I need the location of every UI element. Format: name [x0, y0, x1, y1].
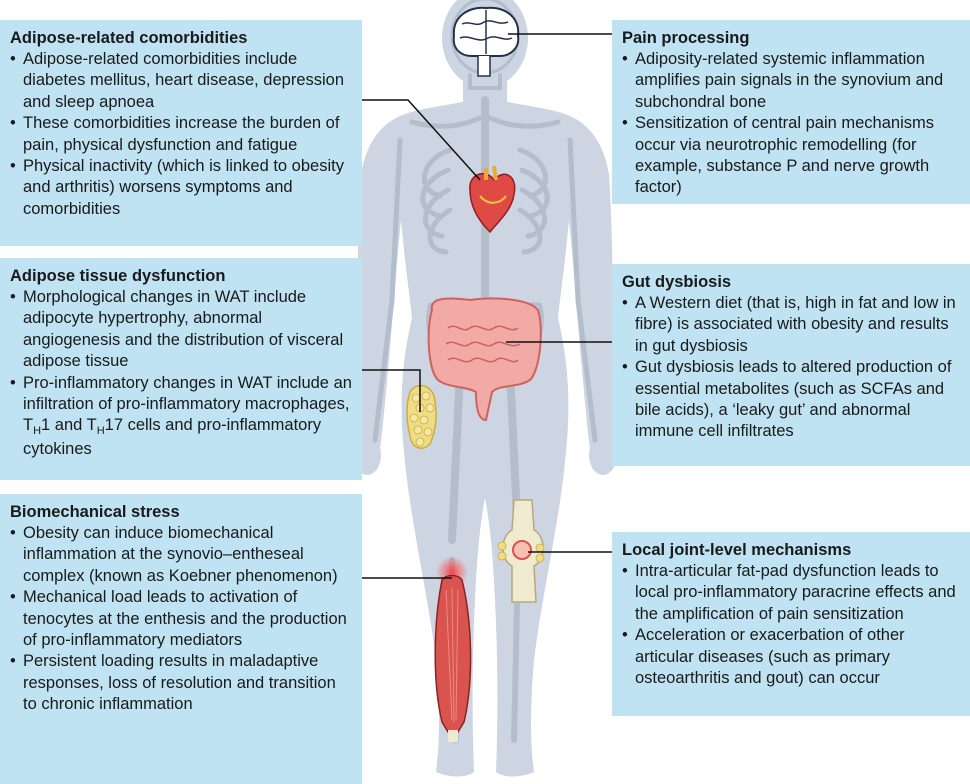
panel-local-joint-mechanisms: Local joint-level mechanisms Intra-artic… — [612, 532, 970, 716]
bullet-item: Pro-inflammatory changes in WAT include … — [10, 373, 354, 461]
bullet-item: Intra-articular fat-pad dysfunction lead… — [622, 561, 962, 625]
knee-joint-icon — [497, 499, 545, 603]
bullet-text: Pro-inflammatory changes in WAT include … — [23, 373, 352, 435]
subscript: H — [33, 425, 42, 438]
panel-pain-processing: Pain processing Adiposity-related system… — [612, 20, 970, 204]
heart-icon — [469, 165, 516, 234]
bullet-text: 17 cells and pro-inflammatory cytokines — [23, 416, 322, 458]
bullet-item: Obesity can induce biomechanical inflamm… — [10, 523, 354, 587]
intestine-icon — [427, 297, 542, 422]
bullet-item: Mechanical load leads to activation of t… — [10, 587, 354, 651]
subscript: H — [96, 425, 105, 438]
panel-gut-dysbiosis: Gut dysbiosis A Western diet (that is, h… — [612, 264, 970, 466]
bullet-item: These comorbidities increase the burden … — [10, 113, 354, 156]
panel-title: Biomechanical stress — [10, 503, 180, 521]
bullet-item: Acceleration or exacerbation of other ar… — [622, 625, 962, 689]
bullet-item: Persistent loading results in maladaptiv… — [10, 651, 354, 715]
bullet-item: Adipose-related comorbidities include di… — [10, 49, 354, 113]
bullet-item: Adiposity-related systemic inflammation … — [622, 49, 962, 113]
panel-adipose-comorbidities: Adipose-related comorbidities Adipose-re… — [0, 20, 362, 246]
bullet-text: 1 and T — [41, 416, 97, 435]
bullet-item: A Western diet (that is, high in fat and… — [622, 293, 962, 357]
panel-adipose-tissue-dysfunction: Adipose tissue dysfunction Morphological… — [0, 258, 362, 480]
muscle-tendon-icon — [434, 556, 472, 742]
panel-title: Adipose-related comorbidities — [10, 29, 248, 47]
bullet-item: Sensitization of central pain mechanisms… — [622, 113, 962, 199]
panel-title: Local joint-level mechanisms — [622, 541, 852, 559]
panel-title: Pain processing — [622, 29, 750, 47]
panel-title: Gut dysbiosis — [622, 273, 732, 291]
brain-icon — [452, 6, 520, 77]
panel-title: Adipose tissue dysfunction — [10, 267, 226, 285]
fat-tissue-icon — [406, 384, 437, 449]
bullet-item: Morphological changes in WAT include adi… — [10, 287, 354, 373]
bullet-item: Gut dysbiosis leads to altered productio… — [622, 357, 962, 443]
panel-biomechanical-stress: Biomechanical stress Obesity can induce … — [0, 494, 362, 784]
bullet-item: Physical inactivity (which is linked to … — [10, 156, 354, 220]
leader-lines — [362, 33, 612, 579]
